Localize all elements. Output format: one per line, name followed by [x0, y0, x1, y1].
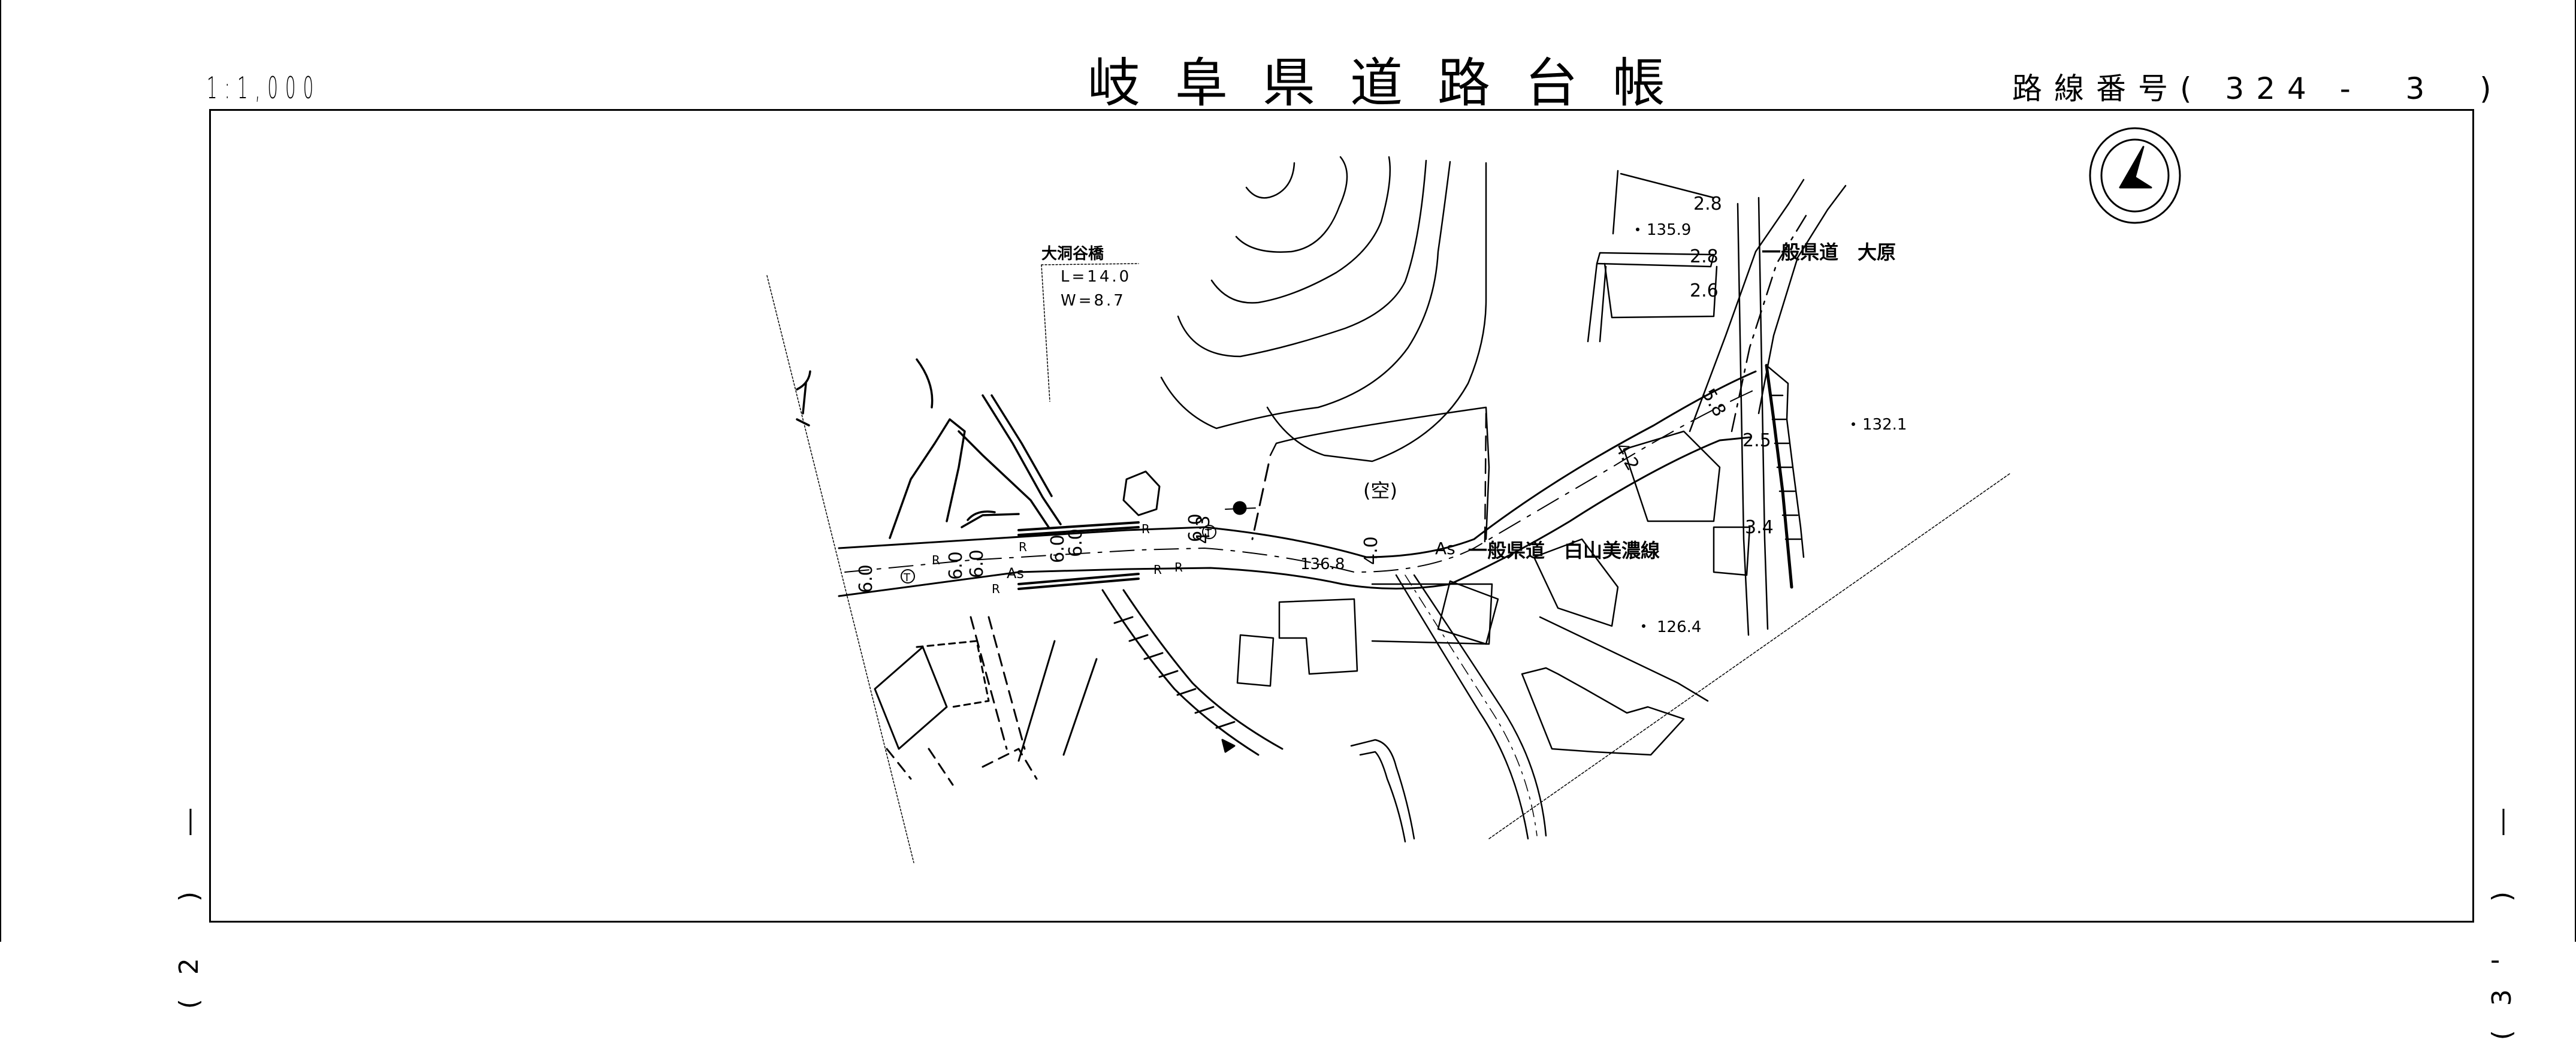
elevation-136-8: 136.8 [1300, 555, 1345, 573]
map-scale: 1:1,000 [207, 71, 321, 105]
dimension-4-0: 4.0 [1361, 536, 1382, 565]
vacant-lot-label: (空) [1363, 479, 1397, 502]
sheet-edge-right [2575, 0, 2576, 942]
surface-label-as: As [1435, 539, 1455, 558]
dimension-6-0-d: 6.0 [1047, 534, 1068, 563]
bridge-width: W=8.7 [1061, 292, 1126, 310]
branch-road-name: 一般県道 大原 [1762, 241, 1896, 264]
dimension-2-8-top: 2.8 [1693, 194, 1722, 214]
surface-label-as-2: As [1007, 565, 1024, 582]
bridge-deck [1017, 521, 1140, 590]
hydrant-icon: T [1202, 525, 1216, 540]
dimension-6-0-e: 6.0 [1065, 528, 1086, 557]
left-retaining-walls [796, 358, 1062, 539]
reflector-marker: R [932, 553, 940, 567]
tree-symbol [1122, 470, 1161, 516]
dimension-2-5: 2.5 [1743, 430, 1771, 451]
map-frame [209, 109, 2474, 923]
dimension-6-0-f: 6.0 [1185, 513, 1206, 542]
dimension-6-0-b: 6.0 [946, 551, 967, 580]
flow-arrow-icon [1221, 739, 1236, 753]
dimension-6-0-c: 6.0 [967, 549, 987, 578]
dimension-6-0-a: 6.0 [856, 564, 877, 593]
dimension-2-6: 2.6 [1690, 280, 1719, 301]
main-road-name: 一般県道 白山美濃線 [1468, 539, 1660, 562]
page-title: 岐阜県道路台帳 [1088, 52, 1701, 114]
elevation-126-4: 126.4 [1657, 618, 1701, 636]
route-number: 路線番号( 324 - 3 ) [2012, 65, 2503, 108]
hydrant-icon: T [901, 569, 915, 584]
svg-text:T: T [903, 572, 911, 584]
lower-road [1350, 574, 1547, 843]
map-boundary-left [766, 275, 914, 863]
route-number-label: 路線番号 [2012, 71, 2180, 106]
road-map-drawing[interactable]: 大洞谷橋 L=14.0 W=8.7 (空) As As 一般県道 白山美濃線 一… [0, 0, 2576, 942]
contour-lines [1160, 156, 1487, 462]
reflector-marker: R [1019, 540, 1027, 554]
svg-text:T: T [1204, 527, 1212, 540]
buildings [1236, 170, 1751, 756]
reflector-marker: R [1141, 522, 1150, 536]
dimension-2-8-mid: 2.8 [1690, 246, 1719, 267]
bridge-name: 大洞谷橋 [1041, 245, 1104, 263]
north-arrow-icon [2089, 127, 2181, 224]
lower-left-wall [874, 589, 1284, 786]
reflector-marker: R [1174, 560, 1183, 575]
reflector-marker: R [992, 582, 1000, 596]
dimension-3-4: 3.4 [1745, 517, 1774, 538]
map-boundary-right [1488, 473, 2011, 839]
elevation-132-1: 132.1 [1862, 416, 1907, 434]
bridge-length: L=14.0 [1061, 268, 1131, 286]
sheet-edge-left [0, 0, 1, 942]
route-number-value: ( 324 - 3 ) [2180, 71, 2503, 106]
reflector-marker: R [1153, 563, 1162, 577]
bridge-leader [1041, 263, 1139, 402]
right-retaining-wall [1765, 364, 1805, 558]
vacant-lot-boundary [1251, 463, 1270, 540]
elevation-135-9: 135.9 [1647, 221, 1691, 239]
